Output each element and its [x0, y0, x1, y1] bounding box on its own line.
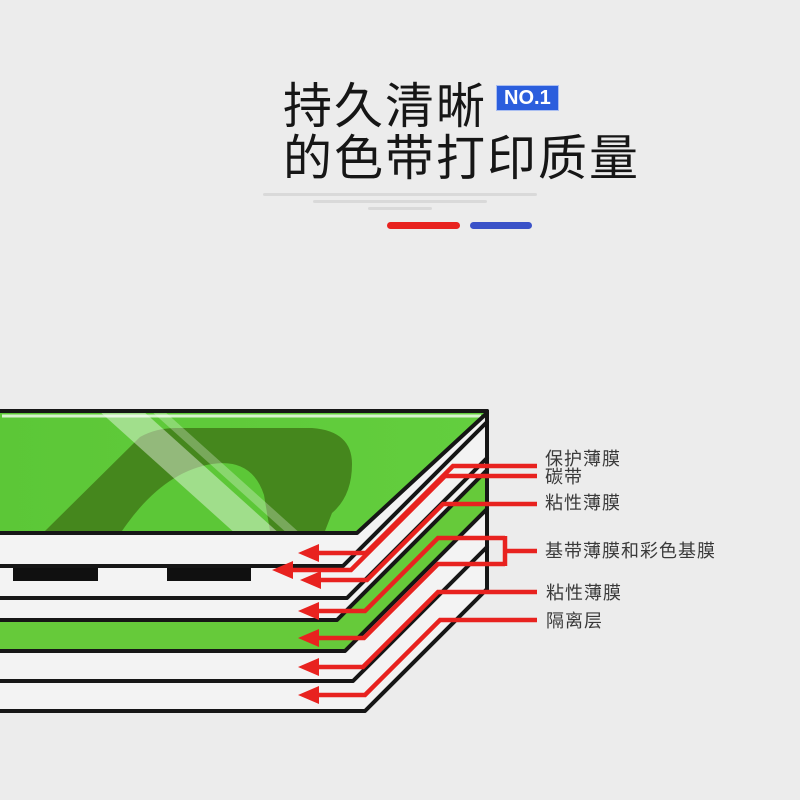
layer-top-face [0, 411, 487, 533]
fine-print-line [263, 193, 537, 196]
arrow-left-icon [298, 544, 319, 562]
label-protective-film: 保护薄膜 [545, 449, 621, 469]
fine-print-line [368, 207, 432, 210]
arrow-left-icon [298, 686, 319, 704]
fine-print-line [313, 200, 487, 203]
connector-color-base-film [314, 561, 505, 641]
arrow-left-icon [298, 629, 319, 647]
layer-3-base-film [0, 458, 487, 620]
title-line-2: 的色带打印质量 [283, 132, 641, 186]
title-line-1: 持久清晰 [283, 80, 488, 134]
headline-block: 持久清晰 NO.1 的色带打印质量 [283, 81, 640, 185]
highlight-stripe [98, 411, 281, 533]
ribbon-mark [167, 566, 251, 581]
layer-4-color-base-film [0, 470, 487, 651]
layer-1-protective-film [0, 415, 487, 566]
connector-base-film [314, 535, 505, 614]
label-isolation-layer: 隔离层 [546, 611, 603, 631]
brand-logo-notch [122, 463, 270, 531]
fine-print-lines [0, 193, 800, 214]
divider-bars [387, 222, 532, 229]
label-base-color-film: 基带薄膜和彩色基膜 [545, 541, 716, 561]
arrow-left-icon [298, 602, 319, 620]
arrow-left-icon [300, 571, 321, 589]
connector-adhesive-film-1 [316, 501, 537, 583]
label-adhesive-film-1: 粘性薄膜 [545, 493, 621, 513]
blue-divider-bar [470, 222, 532, 229]
connector-isolation-layer [314, 617, 537, 698]
red-divider-bar [387, 222, 460, 229]
callout-connectors [272, 463, 537, 704]
highlight-stripe [150, 411, 302, 533]
arrow-left-icon [298, 658, 319, 676]
bracket [502, 536, 537, 566]
ribbon-mark [13, 566, 98, 581]
arrow-left-icon [272, 561, 293, 579]
connector-adhesive-film-2 [314, 589, 537, 670]
label-carbon-ribbon: 碳带 [545, 467, 583, 487]
no1-badge: NO.1 [496, 85, 559, 111]
connector-carbon-ribbon [288, 473, 537, 573]
label-adhesive-film-2: 粘性薄膜 [546, 583, 622, 603]
